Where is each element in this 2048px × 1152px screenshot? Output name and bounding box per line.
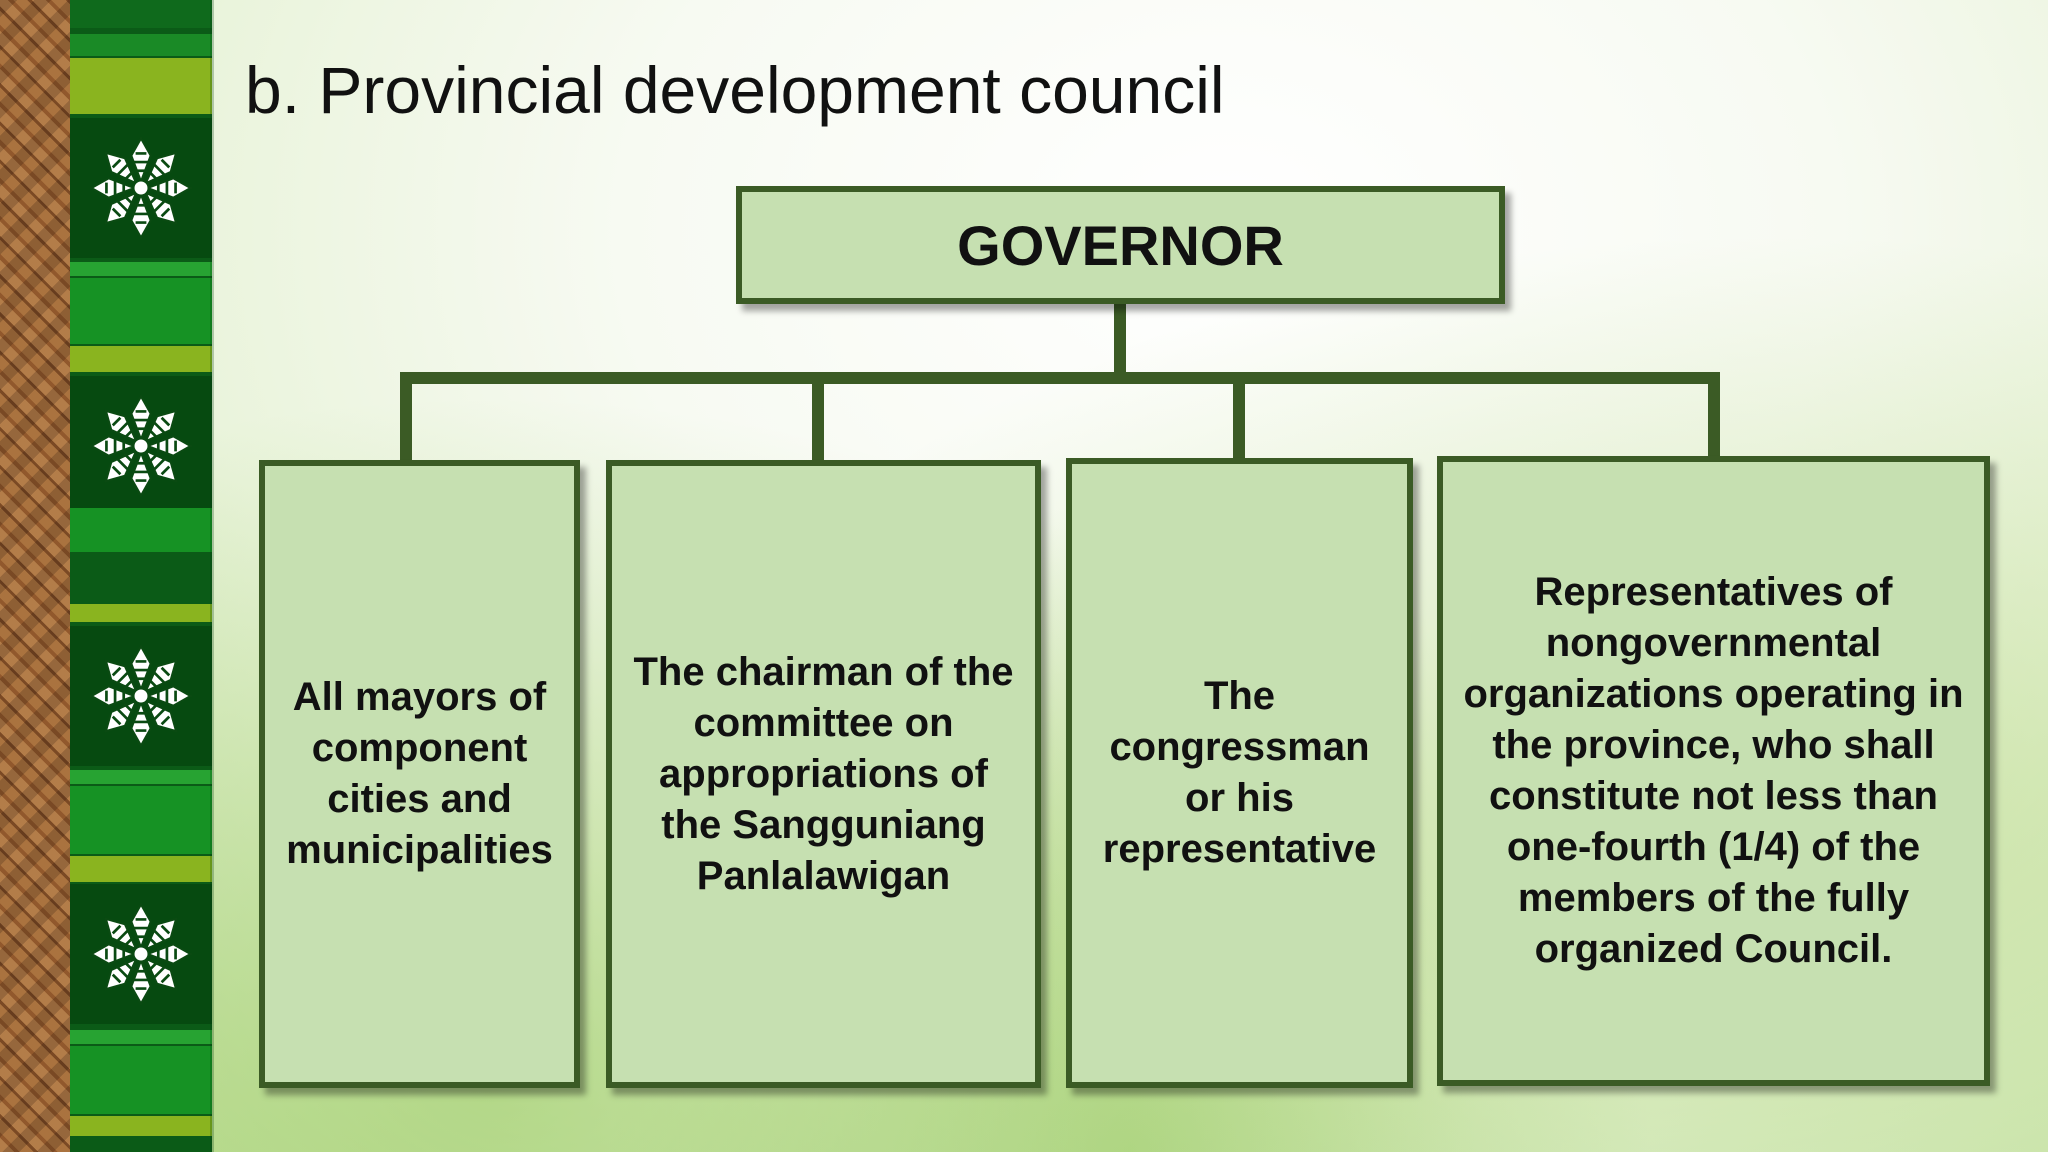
- band-stripe: [70, 604, 212, 622]
- band-stripe: [70, 856, 212, 882]
- star-motif-icon: [70, 118, 212, 258]
- member-node-appropriations-chairman: The chairman of the committee on appropr…: [606, 460, 1041, 1088]
- band-stripe: [70, 58, 212, 114]
- connector-drop-1: [400, 372, 412, 462]
- connector-drop-2: [812, 372, 824, 462]
- governor-node: GOVERNOR: [736, 186, 1505, 304]
- band-shadow: [210, 0, 214, 1152]
- woven-pattern-border: [0, 0, 70, 1152]
- band-stripe: [70, 34, 212, 56]
- connector-horizontal-bar: [400, 372, 1720, 384]
- member-node-congressman: The congressman or his representative: [1066, 458, 1413, 1088]
- band-stripe: [70, 1116, 212, 1136]
- band-stripe: [70, 346, 212, 372]
- green-decorative-band: [70, 0, 212, 1152]
- band-stripe: [70, 0, 212, 28]
- member-node-ngo-representatives: Representatives of nongovernmental organ…: [1437, 456, 1990, 1086]
- connector-drop-3: [1233, 372, 1245, 460]
- band-stripe: [70, 770, 212, 784]
- band-stripe: [70, 508, 212, 552]
- connector-drop-4: [1708, 372, 1720, 458]
- band-stripe: [70, 278, 212, 344]
- band-stripe: [70, 1046, 212, 1114]
- star-motif-icon: [70, 884, 212, 1024]
- band-stripe: [70, 786, 212, 854]
- band-stripe: [70, 1030, 212, 1044]
- band-stripe: [70, 262, 212, 276]
- slide-title: b. Provincial development council: [245, 53, 1225, 127]
- member-node-mayors: All mayors of component cities and munic…: [259, 460, 580, 1088]
- star-motif-icon: [70, 376, 212, 516]
- connector-root-trunk: [1114, 302, 1126, 378]
- star-motif-icon: [70, 626, 212, 766]
